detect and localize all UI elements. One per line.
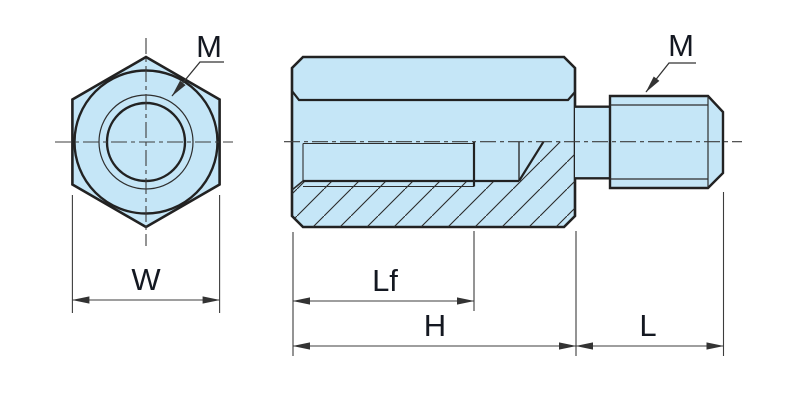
dimension-w: W	[71, 195, 221, 313]
drill-cone-line	[518, 141, 545, 182]
thread-label-front: M	[196, 29, 222, 64]
dimension-label-l: L	[639, 308, 656, 343]
thread-label-side: M	[668, 28, 694, 63]
female-thread-bore	[291, 141, 545, 191]
hex-flat-line	[291, 90, 576, 102]
dimension-label-lf: Lf	[372, 263, 398, 298]
thread-callout-front: M	[171, 29, 224, 97]
dimension-label-w: W	[131, 262, 161, 297]
dimension-label-h: H	[424, 308, 446, 343]
neck-fill	[575, 106, 610, 179]
dimension-l: L	[575, 192, 725, 356]
leader-line	[645, 62, 696, 93]
entry-chamfer-diagonal	[291, 180, 304, 191]
thread-callout-side: M	[645, 28, 696, 93]
front-view	[55, 38, 233, 246]
dimension-lf: Lf	[292, 231, 475, 356]
dimension-h: H	[292, 231, 577, 356]
side-view	[284, 55, 742, 229]
section-hatching	[292, 141, 575, 227]
leader-line	[171, 61, 224, 97]
